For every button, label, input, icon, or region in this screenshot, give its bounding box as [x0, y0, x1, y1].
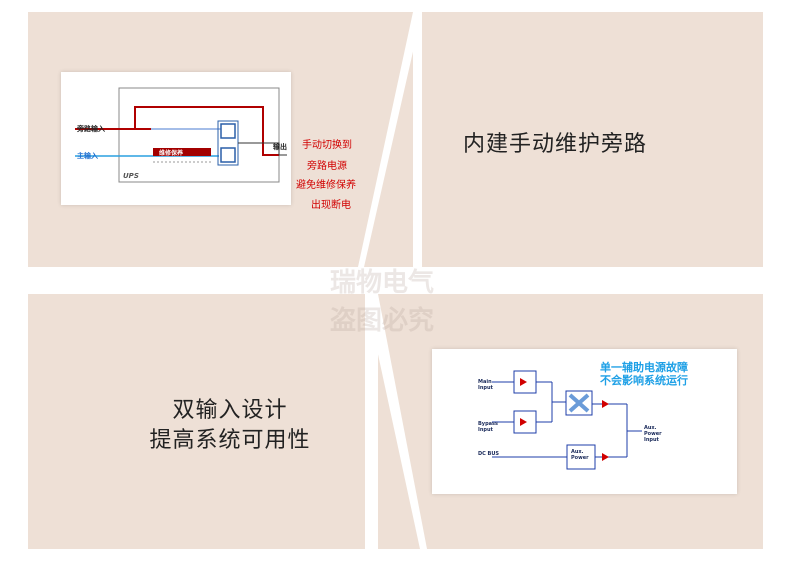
panel-top-right [422, 12, 763, 267]
panel-bottom-left [28, 294, 365, 549]
output-label: 输出 [273, 143, 287, 151]
caption-line-3: 避免维修保养 [296, 180, 356, 191]
bypass-input-label: 旁路输入 [77, 125, 105, 133]
ups-bypass-diagram: 旁路输入 主输入 维修保养 输出 UPS [61, 72, 291, 205]
aux-power-input-label: Aux. Power Input [644, 425, 662, 443]
caption-line-4: 出现断电 [311, 200, 351, 211]
headline-line-2: 提高系统可用性 [149, 428, 311, 453]
aux-title-line-1: 单一辅助电源故障 [600, 361, 688, 374]
main-input-label-aux: Main Input [478, 379, 493, 391]
dc-bus-label: DC BUS [478, 451, 500, 457]
watermark-text: 瑞物电气 [330, 268, 435, 298]
headline-line-1: 双输入设计 [172, 398, 288, 423]
main-input-label: 主输入 [77, 152, 98, 160]
aux-power-box-label: Aux. Power [571, 449, 589, 461]
caption-line-1: 手动切换到 [302, 140, 352, 151]
watermark-text-2: 盗图必究 [330, 306, 435, 336]
maintenance-label: 维修保养 [159, 150, 184, 157]
aux-title-line-2: 不会影响系统运行 [600, 374, 688, 387]
aux-power-diagram: 单一辅助电源故障 不会影响系统运行 Main Input Bypass Inpu… [432, 349, 737, 494]
caption-line-2: 旁路电源 [307, 161, 347, 172]
headline-dual-input: 双输入设计 提高系统可用性 [110, 396, 350, 456]
ups-label: UPS [123, 172, 139, 180]
headline-manual-bypass: 内建手动维护旁路 [463, 132, 648, 157]
bypass-input-label-aux: Bypass Input [478, 421, 498, 433]
